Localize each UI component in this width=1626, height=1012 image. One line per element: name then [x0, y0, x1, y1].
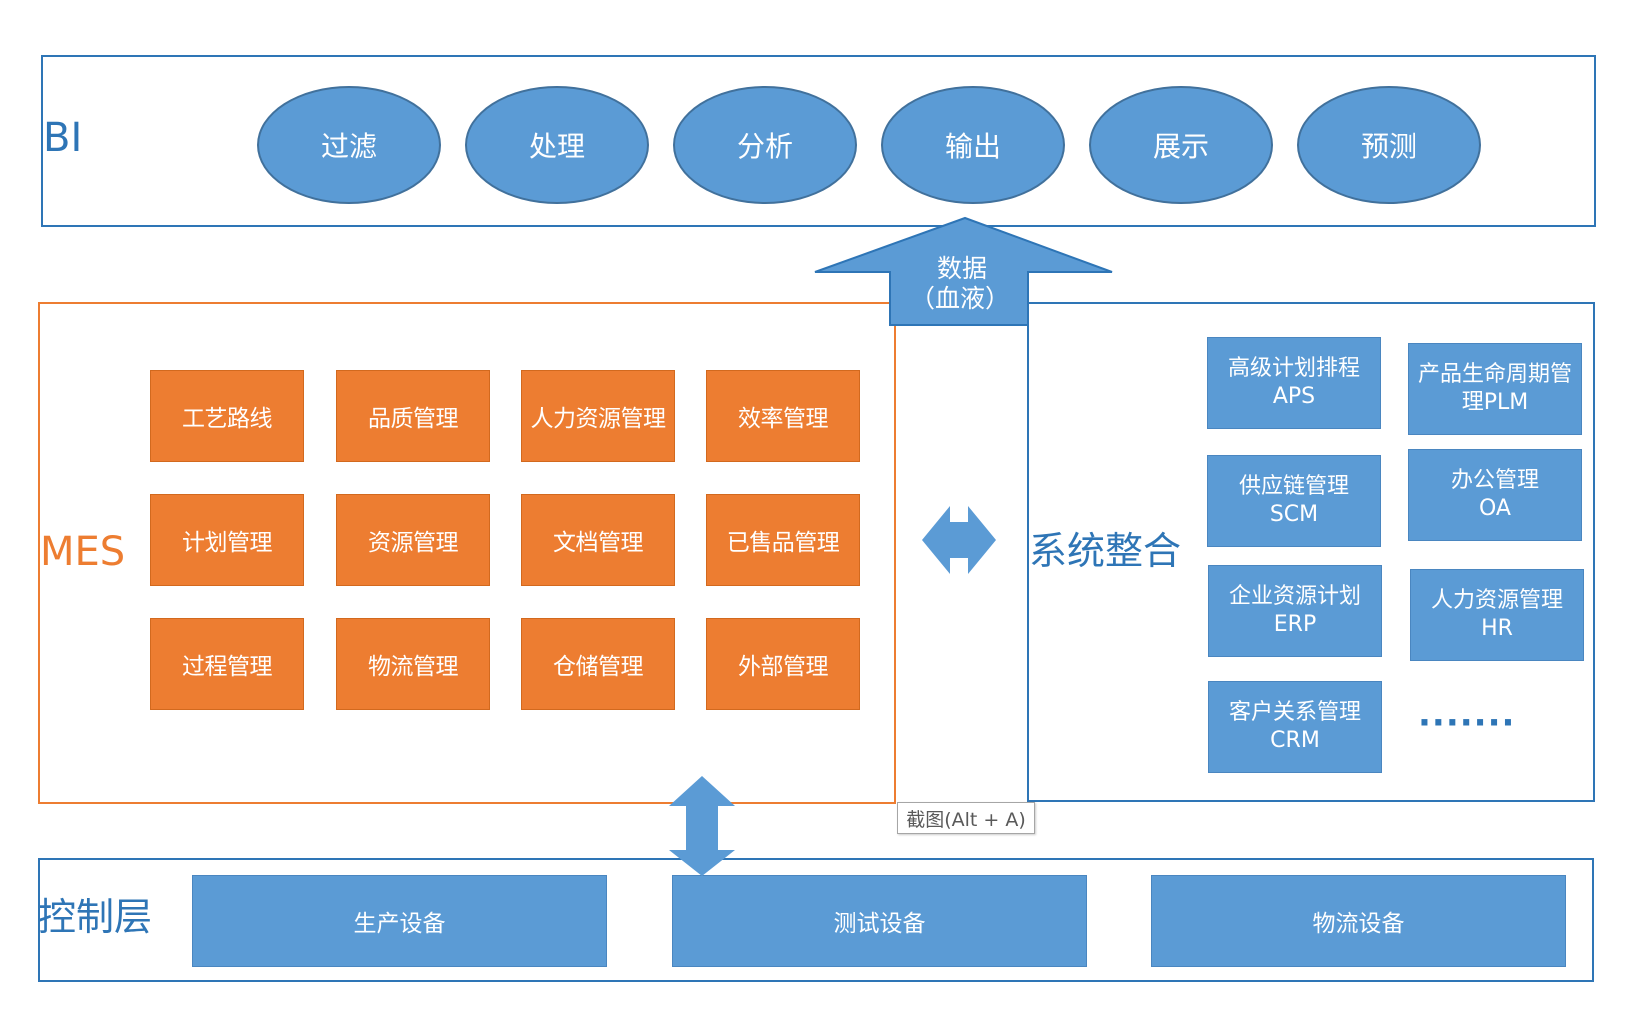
system-abbr: SCM [1269, 502, 1319, 527]
system-abbr: CRM [1270, 728, 1320, 753]
bi-step-display: 展示 [1089, 86, 1273, 204]
mes-module: 工艺路线 [150, 370, 304, 462]
data-up-arrow [814, 216, 1113, 326]
system-name: 高级计划排程 [1227, 356, 1360, 381]
system-name: 客户关系管理 [1228, 700, 1361, 725]
system-erp: 企业资源计划 ERP [1208, 565, 1382, 657]
bi-step-output: 输出 [881, 86, 1065, 204]
mes-module: 仓储管理 [521, 618, 675, 710]
mes-module: 资源管理 [336, 494, 490, 586]
system-name: 人力资源管理 [1430, 588, 1563, 613]
system-abbr: OA [1479, 496, 1511, 521]
system-oa: 办公管理 OA [1408, 449, 1582, 541]
bi-step-analyze: 分析 [673, 86, 857, 204]
mes-module: 文档管理 [521, 494, 675, 586]
system-abbr: ERP [1273, 612, 1317, 637]
system-name: 产品生命周期管 [1417, 362, 1572, 387]
mes-module: 已售品管理 [706, 494, 860, 586]
system-abbr: 理PLM [1461, 390, 1529, 415]
bidirectional-vertical-arrow [669, 776, 735, 876]
system-scm: 供应链管理 SCM [1207, 455, 1381, 547]
control-layer [38, 858, 1594, 982]
system-abbr: HR [1481, 616, 1513, 641]
data-arrow-label: 数据 [937, 254, 988, 283]
more-systems-ellipsis: ······· [1418, 703, 1516, 743]
system-aps: 高级计划排程 APS [1207, 337, 1381, 429]
mes-layer [38, 302, 896, 804]
bi-step-filter: 过滤 [257, 86, 441, 204]
bi-layer-label: BI [43, 115, 83, 161]
data-arrow-sublabel: （血液） [910, 284, 1011, 313]
control-layer-label: 控制层 [38, 895, 153, 939]
mes-module: 外部管理 [706, 618, 860, 710]
mes-module: 人力资源管理 [521, 370, 675, 462]
device-testing: 测试设备 [672, 875, 1087, 967]
system-name: 供应链管理 [1238, 474, 1349, 499]
mes-module: 效率管理 [706, 370, 860, 462]
system-plm: 产品生命周期管 理PLM [1408, 343, 1582, 435]
device-production: 生产设备 [192, 875, 607, 967]
mes-layer-label: MES [40, 529, 126, 575]
mes-module: 品质管理 [336, 370, 490, 462]
integration-layer [1027, 302, 1595, 802]
system-abbr: APS [1272, 384, 1316, 409]
mes-module: 过程管理 [150, 618, 304, 710]
bi-layer [41, 55, 1596, 227]
system-name: 企业资源计划 [1228, 584, 1361, 609]
device-logistics: 物流设备 [1151, 875, 1566, 967]
integration-layer-label: 系统整合 [1029, 529, 1182, 573]
bidirectional-horizontal-arrow [922, 506, 996, 574]
system-hr: 人力资源管理 HR [1410, 569, 1584, 661]
system-name: 办公管理 [1450, 468, 1539, 493]
mes-module: 计划管理 [150, 494, 304, 586]
mes-module: 物流管理 [336, 618, 490, 710]
bi-step-forecast: 预测 [1297, 86, 1481, 204]
bi-step-process: 处理 [465, 86, 649, 204]
screenshot-tooltip: 截图(Alt + A) [897, 802, 1035, 834]
system-crm: 客户关系管理 CRM [1208, 681, 1382, 773]
